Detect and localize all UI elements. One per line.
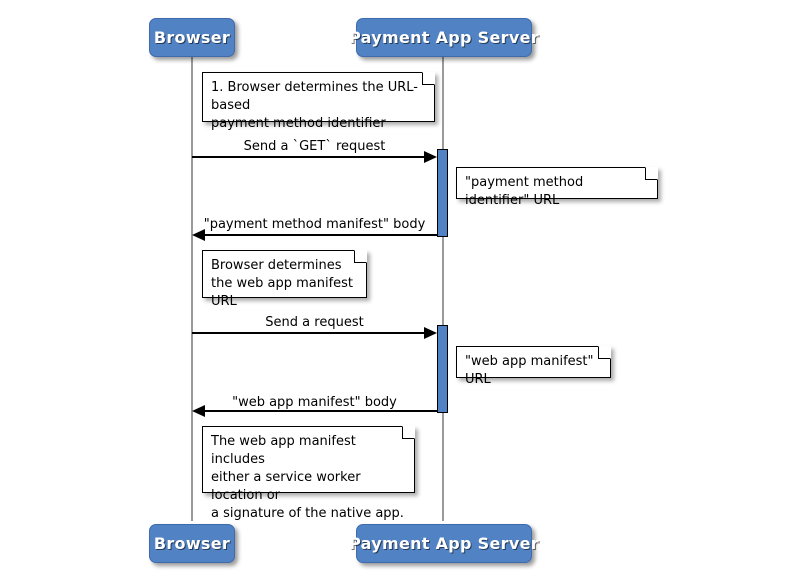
participant-payment-app-server-top[interactable]: Payment App Server (349, 18, 539, 57)
note-text: 1. Browser determines the URL-based paym… (211, 80, 418, 131)
note-browser-determines-identifier: 1. Browser determines the URL-based paym… (202, 72, 435, 131)
note-text: "web app manifest" URL (465, 354, 594, 387)
note-text: Browser determines the web app manifest … (211, 258, 354, 309)
message-label-send-a-request: Send a request (265, 315, 364, 330)
activation-bar-server-1 (437, 149, 448, 237)
message-arrowhead-send-get-request (424, 151, 437, 163)
note-browser-determines-web-app-manifest-url: Browser determines the web app manifest … (202, 250, 367, 309)
message-label-payment-method-manifest-body: "payment method manifest" body (203, 217, 426, 232)
message-line-send-a-request (192, 332, 429, 334)
message-arrowhead-send-a-request (424, 327, 437, 339)
note-payment-method-identifier-url: "payment method identifier" URL (456, 167, 658, 208)
participant-payment-app-server-bottom-label: Payment App Server (349, 534, 539, 553)
participant-browser-top[interactable]: Browser (149, 18, 235, 57)
activation-bar-server-2 (437, 325, 448, 413)
lifeline-browser (191, 57, 193, 521)
participant-browser-bottom-label: Browser (153, 534, 231, 553)
participant-browser-top-label: Browser (153, 28, 231, 47)
note-web-app-manifest-includes: The web app manifest includes either a s… (202, 426, 415, 521)
participant-browser-bottom[interactable]: Browser (149, 524, 235, 563)
message-line-web-app-manifest-body (197, 410, 437, 412)
participant-payment-app-server-top-label: Payment App Server (349, 28, 539, 47)
message-label-web-app-manifest-body: "web app manifest" body (232, 395, 397, 410)
message-arrowhead-payment-method-manifest-body (192, 229, 205, 241)
lifeline-payment-app-server (442, 57, 444, 521)
message-arrowhead-web-app-manifest-body (192, 405, 205, 417)
message-label-send-get-request: Send a `GET` request (243, 139, 386, 154)
note-text: "payment method identifier" URL (465, 175, 584, 208)
message-line-send-get-request (192, 156, 429, 158)
note-text: The web app manifest includes either a s… (211, 434, 404, 521)
message-line-payment-method-manifest-body (197, 234, 437, 236)
participant-payment-app-server-bottom[interactable]: Payment App Server (349, 524, 539, 563)
note-web-app-manifest-url: "web app manifest" URL (456, 346, 611, 387)
